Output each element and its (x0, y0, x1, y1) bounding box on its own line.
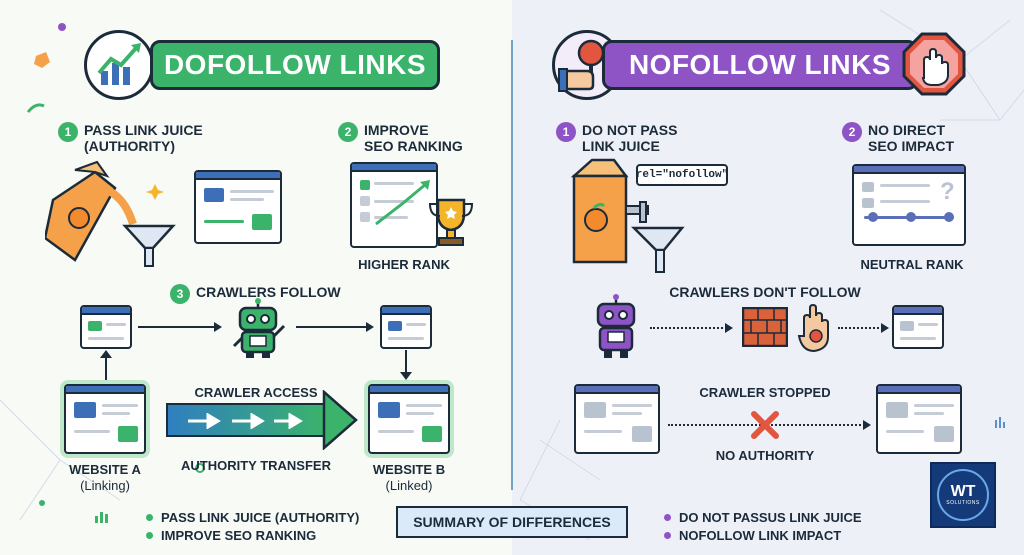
step-number: 2 (338, 122, 358, 142)
juice-carton-tap-icon (570, 158, 685, 273)
higher-rank-caption: HIGHER RANK (358, 257, 450, 272)
website-b-name: WEBSITE B (372, 462, 446, 477)
flow-chevrons (188, 413, 303, 429)
linking-page-window-nofollow (574, 384, 660, 454)
step-label: DO NOT PASS LINK JUICE (582, 122, 678, 154)
dofollow-panel (0, 0, 512, 555)
summary-right-item: DO NOT PASSUS LINK JUICE (664, 510, 862, 525)
robot-crawler-purple-icon (596, 294, 636, 358)
red-x-icon (751, 411, 779, 439)
blocked-crawl-arrow (650, 323, 733, 333)
panel-divider (511, 40, 513, 490)
neutral-rank-caption: NEUTRAL RANK (860, 257, 964, 272)
website-b-sub: (Linked) (385, 478, 433, 493)
dofollow-step-2: 2 IMPROVE SEO RANKING (338, 122, 463, 154)
step-number: 1 (556, 122, 576, 142)
summary-left-item: PASS LINK JUICE (AUTHORITY) (146, 510, 359, 525)
step-number: 2 (842, 122, 862, 142)
wt-solutions-logo: WT SOLUTIONS (930, 462, 996, 528)
trophy-icon (428, 198, 474, 246)
nofollow-step-2: 2 NO DIRECT SEO IMPACT (842, 122, 954, 154)
crawler-stopped-label: CRAWLER STOPPED (699, 385, 831, 400)
neutral-page-window: ? (852, 164, 966, 246)
step-label: NO DIRECT SEO IMPACT (868, 122, 955, 154)
stop-hand-icon (902, 32, 966, 96)
ranking-page-window (350, 162, 438, 248)
crawler-access-label: CRAWLER ACCESS (194, 385, 318, 400)
summary-left-item: IMPROVE SEO RANKING (146, 528, 316, 543)
growth-chart-icon (84, 30, 154, 100)
stop-palm-icon (797, 303, 829, 352)
dofollow-step-1: 1 PASS LINK JUICE (AUTHORITY) (58, 122, 203, 154)
up-arrow (100, 350, 112, 384)
summary-banner: SUMMARY OF DIFFERENCES (382, 506, 642, 540)
brick-wall-icon (742, 307, 788, 347)
website-a-sub: (Linking) (80, 478, 130, 493)
dofollow-title: DOFOLLOW LINKS (150, 40, 440, 90)
nofollow-title: NOFOLLOW LINKS (602, 40, 918, 90)
step-number: 3 (170, 284, 190, 304)
crawl-arrow (296, 322, 374, 332)
authority-transfer-label: AUTHORITY TRANSFER (181, 458, 331, 473)
website-a-name: WEBSITE A (69, 462, 141, 477)
website-a-window (64, 384, 146, 454)
step-label: IMPROVE SEO RANKING (364, 122, 463, 154)
authority-flow-arrowhead (322, 390, 358, 450)
logo-text: WT (950, 483, 976, 500)
question-mark-icon: ? (940, 178, 955, 205)
step-label: PASS LINK JUICE (AUTHORITY) (84, 122, 203, 154)
down-arrow (400, 350, 412, 380)
robot-crawler-icon (232, 298, 286, 358)
blocked-crawl-arrow (838, 323, 889, 333)
unreached-page-window (892, 305, 944, 349)
step-number: 1 (58, 122, 78, 142)
target-page-window (380, 305, 432, 349)
linked-page-window-nofollow (876, 384, 962, 454)
linking-page-window (194, 170, 282, 244)
logo-subtext: SOLUTIONS (946, 500, 980, 506)
nofollow-attribute-tag: rel="nofollow" (636, 164, 728, 186)
summary-right-item: NOFOLLOW LINK IMPACT (664, 528, 841, 543)
dofollow-step-3: 3 CRAWLERS FOLLOW (170, 284, 341, 304)
juice-carton-icon (45, 160, 176, 267)
source-page-window (80, 305, 132, 349)
website-b-window (368, 384, 450, 454)
crawlers-dont-follow-label: CRAWLERS DON'T FOLLOW (669, 284, 861, 300)
no-authority-label: NO AUTHORITY (715, 448, 815, 463)
step-label: CRAWLERS FOLLOW (196, 284, 341, 300)
crawl-arrow (138, 322, 222, 332)
nofollow-step-1: 1 DO NOT PASS LINK JUICE (556, 122, 677, 154)
